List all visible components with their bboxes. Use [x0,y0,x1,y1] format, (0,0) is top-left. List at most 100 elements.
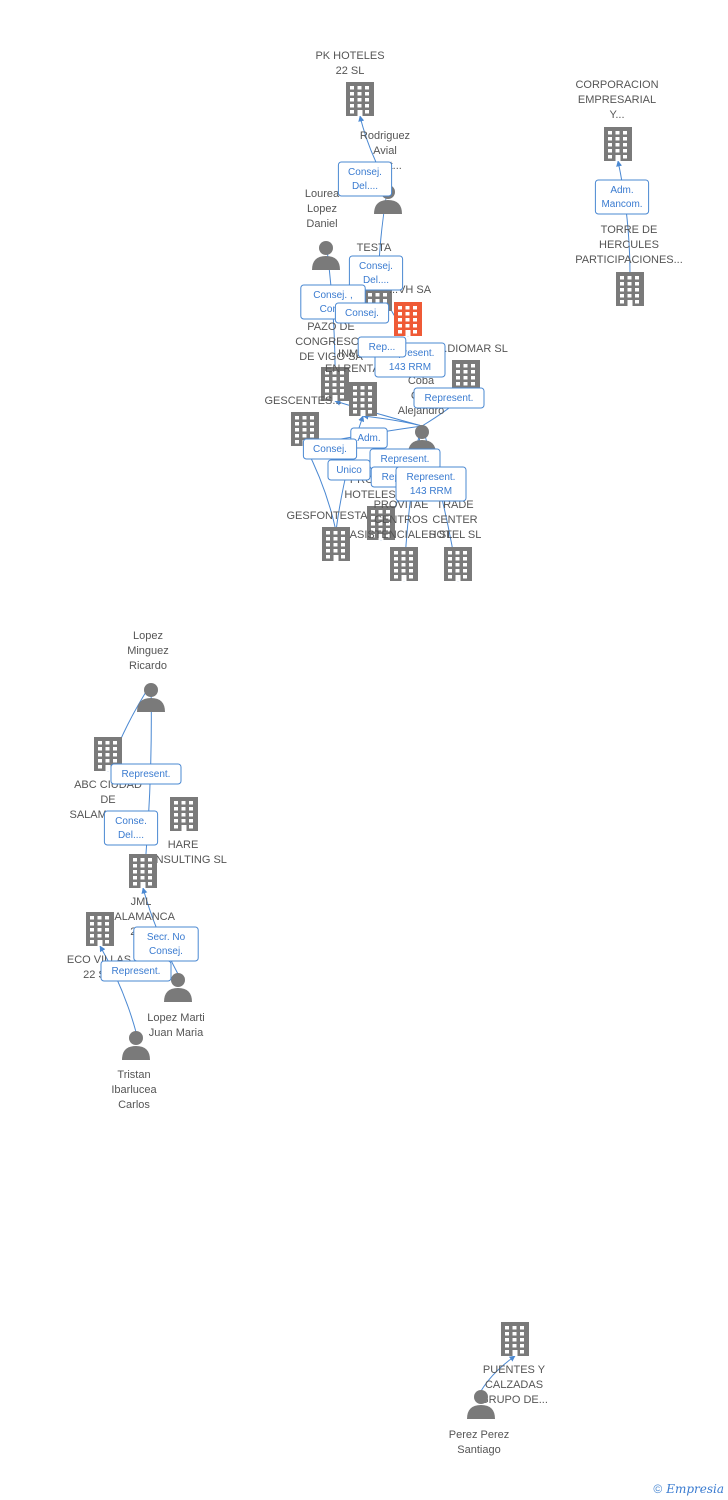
building-window [189,807,193,811]
edge-role-box [110,763,182,785]
edge-role-label[interactable]: Consej. [302,438,358,460]
building-window [333,531,338,535]
building-window [635,282,639,286]
building-window [353,386,357,390]
edge-role-text: Rep... [382,472,409,483]
company-building-icon[interactable] [616,272,644,306]
edge-role-label[interactable]: Rep... [357,336,407,358]
node-label-line: CONGRESOS [295,336,367,348]
building-window [409,557,413,561]
building-window [174,813,178,817]
building-window [90,934,94,938]
company-building-icon[interactable] [170,797,198,831]
building-window [394,551,398,555]
building-window [98,741,102,745]
node-label-line: HARE [168,839,199,851]
building-window [463,364,468,368]
building-window [463,575,467,579]
node-label-line: Ricardo [129,660,167,672]
node-label-line: Lourea [305,188,340,200]
building-window [383,299,387,303]
edge-role-box [327,459,371,481]
building-window [394,569,398,573]
building-window [413,312,417,316]
edge-role-label[interactable]: Consej. Del.... [348,255,404,291]
company-building-icon[interactable] [86,912,114,946]
building-window [133,858,137,862]
company-building-icon[interactable] [129,854,157,888]
edge-role-text: Del.... [363,275,389,286]
edge-role-label[interactable]: Represent. [100,960,172,982]
edge-role-label[interactable]: Adm.Mancom. [594,179,650,215]
person-icon[interactable] [137,683,165,712]
edge-role-label[interactable]: Represent. [110,763,182,785]
building-window [398,312,402,316]
edge-role-label[interactable]: Represent. [413,387,485,409]
building-window [615,143,620,147]
person-icon[interactable] [467,1390,495,1419]
edge-role-box [100,960,172,982]
edge-role-text: Del.... [352,181,378,192]
person-icon[interactable] [122,1031,150,1060]
building-window [341,543,345,547]
company-building-icon[interactable] [346,82,374,116]
edge-role-text: Consej. [149,946,183,957]
building-window [471,382,475,386]
person-icon[interactable] [312,241,340,270]
edge-role-text: Adm. [357,433,380,444]
building-window [97,916,102,920]
person-head [171,973,185,987]
building-window [627,282,632,286]
edge-role-box [302,438,358,460]
building-window [623,143,627,147]
building-window [148,882,152,886]
company-building-icon[interactable] [394,302,422,336]
building-window [368,299,372,303]
building-window [365,98,369,102]
edge-role-label[interactable]: Adm. [350,427,388,449]
building-window [608,137,612,141]
brand-logo-text[interactable]: Empresia [666,1482,724,1496]
building-window [333,543,338,547]
edge-role-text: Mancom. [601,199,642,210]
building-window [627,294,632,298]
company-building-icon[interactable] [349,382,377,416]
building-window [368,398,372,402]
edge-role-text: Represent. [122,769,171,780]
edge-role-label[interactable]: Represent.143 RRM [395,466,467,502]
edge-role-box [357,336,407,358]
company-building-icon[interactable] [604,127,632,161]
building-window [371,522,375,526]
company-building-icon[interactable] [321,367,349,401]
edge-role-label[interactable]: Conse.Del.... [103,810,159,846]
building-window [448,569,452,573]
company-building-icon[interactable] [322,527,350,561]
building-window [148,870,152,874]
building-window [448,563,452,567]
edge-role-label[interactable]: Unico [327,459,371,481]
building-window [90,940,94,944]
building-door [378,534,384,540]
edge-role-label[interactable]: Consej. Del.... [337,161,393,197]
person-icon[interactable] [164,973,192,1002]
building-window [520,1338,524,1342]
building-window [448,575,452,579]
node-label-line: Minguez [127,645,169,657]
company-building-icon[interactable] [501,1322,529,1356]
edge-role-label[interactable]: Consej. [334,302,390,324]
edge-role-text: Consej. [348,167,382,178]
edge-role-text: Represent. [386,348,435,359]
building-door [140,882,146,888]
building-window [113,753,117,757]
company-building-icon[interactable] [367,506,395,540]
building-window [310,416,314,420]
building-window [401,569,406,573]
company-building-icon[interactable] [390,547,418,581]
building-door [357,110,363,116]
edge-role-text: Consej. [359,261,393,272]
building-window [353,392,357,396]
edge-role-label[interactable]: Represent. [369,448,441,470]
company-building-icon[interactable] [444,547,472,581]
